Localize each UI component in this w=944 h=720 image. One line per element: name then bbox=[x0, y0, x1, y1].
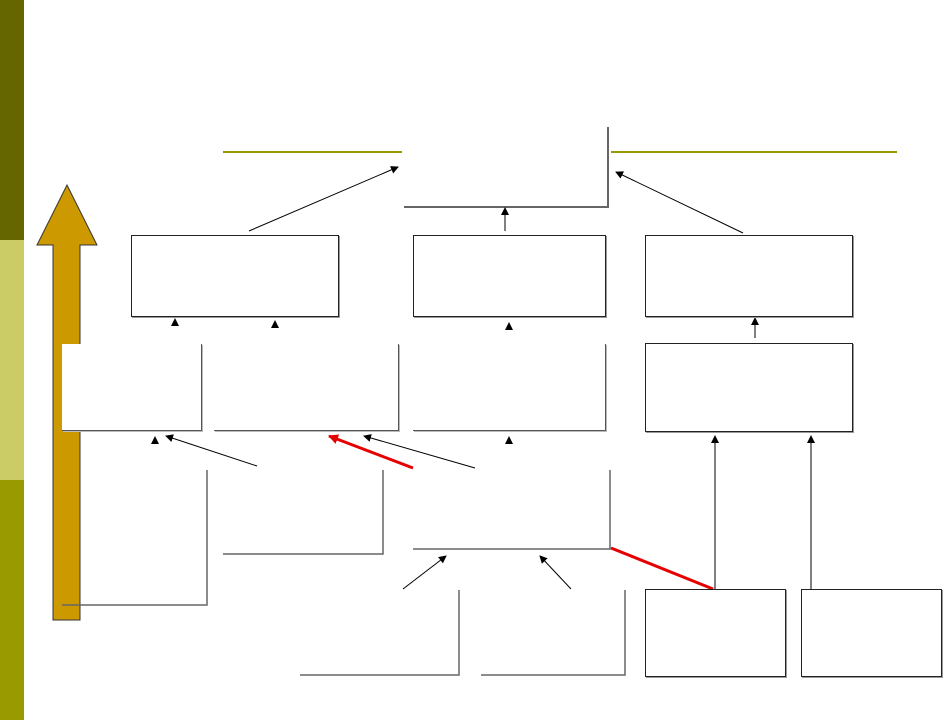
level5-box-4 bbox=[801, 589, 942, 677]
level2-box-2 bbox=[413, 235, 606, 317]
connector-l5b-to-l4c bbox=[539, 555, 572, 590]
arrowhead-l2a-left bbox=[171, 318, 179, 326]
arrowhead-l2a-right bbox=[271, 320, 279, 328]
connector-l2c-to-top bbox=[615, 171, 744, 234]
connector-l5a-to-l4c bbox=[402, 555, 447, 590]
arrowhead-l3a bbox=[151, 436, 159, 444]
l4-frame-center bbox=[413, 470, 611, 550]
connector-l4a-to-l3a bbox=[165, 434, 258, 467]
level3-box-4 bbox=[645, 343, 853, 432]
l5-frame-left bbox=[300, 590, 460, 676]
level2-box-3 bbox=[645, 235, 853, 317]
sidebar-band-middle bbox=[0, 240, 24, 480]
connector-l2a-to-top bbox=[248, 166, 399, 232]
connector-l4c-to-l3b bbox=[363, 434, 476, 469]
arrowhead-l2b bbox=[505, 322, 513, 330]
top-node-frame bbox=[404, 127, 609, 208]
arrowhead-l3c bbox=[505, 436, 513, 444]
l4-frame-middle bbox=[223, 470, 384, 555]
level3-box-1 bbox=[62, 344, 202, 431]
level2-box-1 bbox=[131, 235, 339, 317]
sidebar-band-bottom bbox=[0, 480, 24, 720]
level5-box-3 bbox=[645, 589, 786, 677]
l5-frame-second bbox=[481, 590, 626, 676]
level3-box-2 bbox=[214, 344, 399, 431]
connector-highlight-l4c-to-l5c bbox=[610, 546, 714, 591]
level3-box-3 bbox=[413, 344, 606, 431]
connector-highlight-l4-to-l3b bbox=[328, 434, 414, 470]
l4-frame-left bbox=[62, 470, 208, 606]
sidebar-band-top bbox=[0, 0, 24, 240]
